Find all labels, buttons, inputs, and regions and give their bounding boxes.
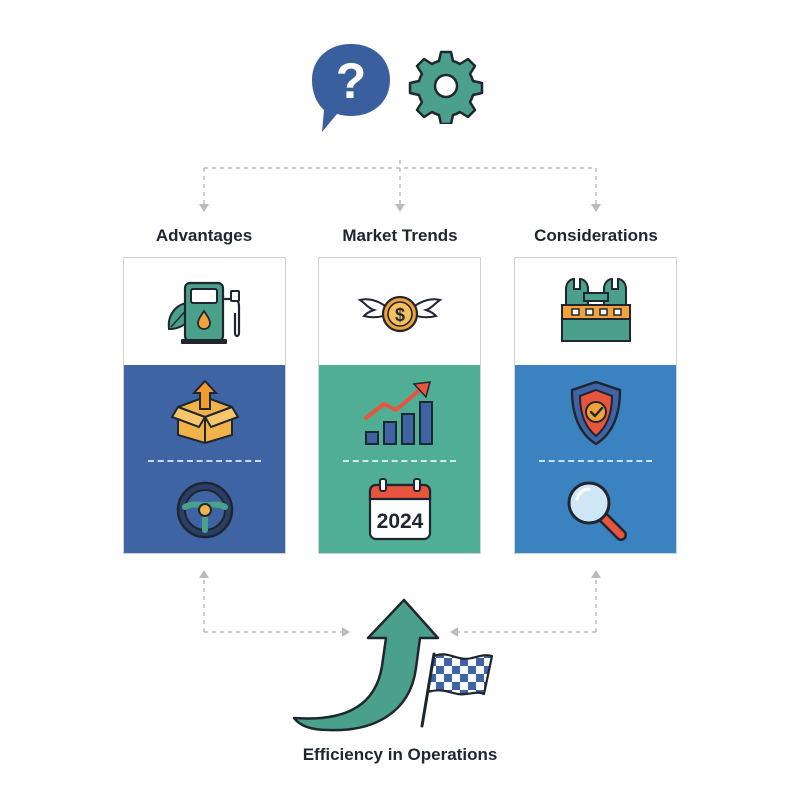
- calendar-year: 2024: [376, 510, 423, 533]
- column-title-advantages: Advantages: [155, 226, 253, 245]
- card-bottom: 2024: [319, 365, 480, 553]
- card-divider: [343, 460, 456, 462]
- card-top: [124, 258, 285, 365]
- card-top: [515, 258, 676, 365]
- magnifier-icon: [567, 481, 627, 541]
- rising-bar-chart-icon: [363, 381, 433, 445]
- svg-text:$: $: [394, 305, 404, 325]
- steering-wheel-icon: [176, 481, 233, 539]
- card-divider: [539, 460, 652, 462]
- card-top: $: [319, 258, 480, 365]
- footer-label: Efficiency in Operations: [302, 745, 498, 764]
- card-considerations: [514, 257, 677, 554]
- svg-text:?: ?: [336, 53, 367, 109]
- gear-icon: [408, 50, 484, 124]
- checkered-flag-icon: [420, 652, 494, 728]
- card-bottom: [515, 365, 676, 553]
- wrench-toolbox-icon: [560, 277, 631, 342]
- column-title-market-trends: Market Trends: [342, 226, 458, 245]
- question-bubble-icon: ?: [312, 44, 390, 132]
- card-market-trends: $ 2024: [318, 257, 481, 554]
- calendar-icon: 2024: [368, 478, 431, 541]
- eco-fuel-pump-icon: [167, 281, 240, 344]
- card-advantages: [123, 257, 286, 554]
- box-upload-icon: [170, 379, 239, 445]
- header-icons: ?: [300, 40, 490, 140]
- card-divider: [148, 460, 261, 462]
- shield-check-icon: [570, 380, 621, 446]
- winged-dollar-coin-icon: $: [357, 295, 442, 332]
- column-title-considerations: Considerations: [534, 226, 658, 245]
- card-bottom: [124, 365, 285, 553]
- upward-arrow-icon: [292, 598, 440, 732]
